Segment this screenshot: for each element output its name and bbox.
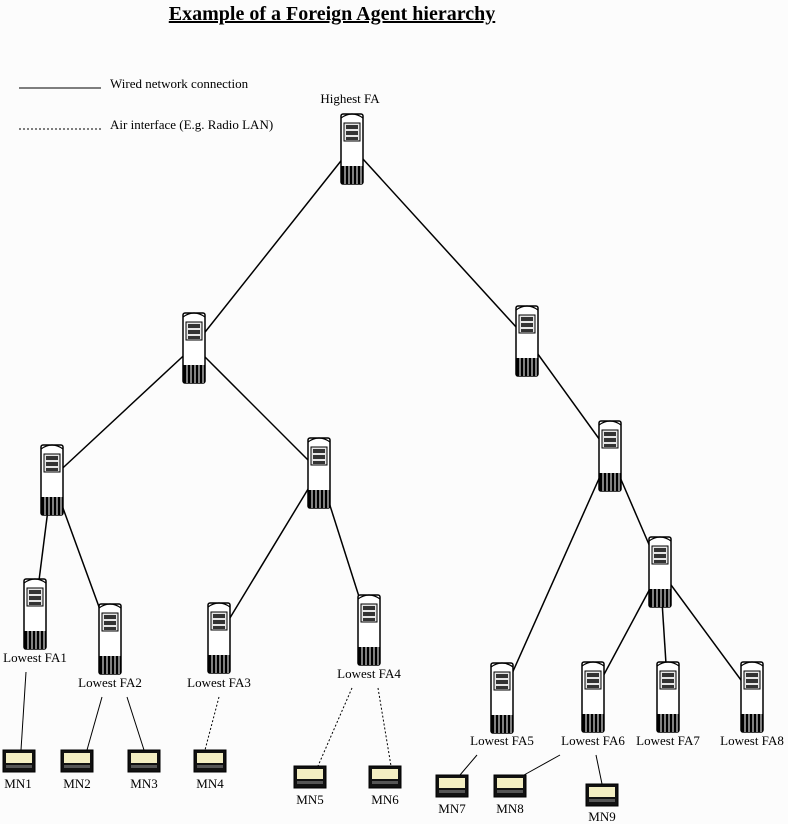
legend-air-label: Air interface (E.g. Radio LAN) — [110, 117, 273, 132]
label-fa2: Lowest FA2 — [78, 675, 142, 690]
label-fa8: Lowest FA8 — [720, 733, 784, 748]
server-tower-icon — [23, 578, 47, 650]
legend: Wired network connection Air interface (… — [19, 76, 273, 132]
foreign-agents — [23, 113, 764, 734]
label-mn2: MN2 — [63, 776, 90, 791]
link-r1-r2 — [526, 338, 611, 455]
label-fa3: Lowest FA3 — [187, 675, 251, 690]
label-fa5: Lowest FA5 — [470, 733, 534, 748]
mobile-terminal-icon — [193, 749, 227, 773]
link-fa6-mn9 — [595, 754, 603, 785]
link-highest-r1 — [351, 146, 528, 340]
label-mn5: MN5 — [296, 792, 323, 807]
node-labels: Highest FA Lowest FA1 Lowest FA2 Lowest … — [3, 91, 784, 824]
label-fa4: Lowest FA4 — [337, 666, 401, 681]
label-mn8: MN8 — [496, 801, 523, 816]
label-fa6: Lowest FA6 — [561, 733, 625, 748]
link-fa2-mn3 — [126, 696, 145, 751]
server-tower-icon — [740, 661, 764, 733]
link-r3-fa8 — [659, 569, 753, 696]
link-fa3-mn4 — [204, 696, 220, 751]
mobile-terminal-icon — [585, 783, 619, 807]
label-fa7: Lowest FA7 — [636, 733, 700, 748]
server-tower-icon — [98, 603, 122, 675]
label-mn9: MN9 — [588, 809, 615, 824]
server-tower-icon — [340, 113, 364, 185]
mobile-terminal-icon — [60, 749, 94, 773]
link-l2b-fa3 — [218, 470, 320, 637]
mobile-terminal-icon — [368, 765, 402, 789]
server-tower-icon — [656, 661, 680, 733]
wired-links — [34, 146, 753, 697]
server-tower-icon — [581, 661, 605, 733]
label-highest-fa: Highest FA — [320, 91, 380, 106]
label-fa1: Lowest FA1 — [3, 650, 67, 665]
label-mn6: MN6 — [371, 792, 399, 807]
link-r2-fa5 — [501, 453, 611, 697]
mobile-terminal-icon — [435, 774, 469, 798]
label-mn4: MN4 — [196, 776, 224, 791]
server-tower-icon — [207, 602, 231, 674]
server-tower-icon — [357, 594, 381, 666]
link-fa6-mn8 — [523, 754, 561, 776]
server-tower-icon — [648, 536, 672, 608]
link-fa4-mn5 — [317, 687, 353, 767]
link-fa5-mn7 — [459, 754, 478, 776]
label-mn7: MN7 — [438, 801, 466, 816]
link-highest-l1 — [193, 146, 353, 347]
air-links — [20, 671, 603, 785]
mobile-terminal-icon — [127, 749, 161, 773]
mobile-terminal-icon — [2, 749, 36, 773]
server-tower-icon — [490, 662, 514, 734]
mobile-terminal-icon — [293, 765, 327, 789]
label-mn1: MN1 — [4, 776, 31, 791]
server-tower-icon — [40, 444, 64, 516]
server-tower-icon — [515, 305, 539, 377]
link-fa2-mn2 — [86, 696, 103, 751]
server-tower-icon — [182, 312, 206, 384]
link-l1-l2a — [51, 345, 195, 479]
mobile-terminal-icon — [493, 774, 527, 798]
link-fa1-mn1 — [20, 671, 27, 751]
link-l1-l2b — [193, 345, 320, 472]
label-mn3: MN3 — [130, 776, 157, 791]
legend-wired-label: Wired network connection — [110, 76, 249, 91]
diagram-title: Example of a Foreign Agent hierarchy — [169, 3, 495, 25]
server-tower-icon — [598, 420, 622, 492]
server-tower-icon — [307, 437, 331, 509]
link-fa4-mn6 — [377, 687, 392, 767]
